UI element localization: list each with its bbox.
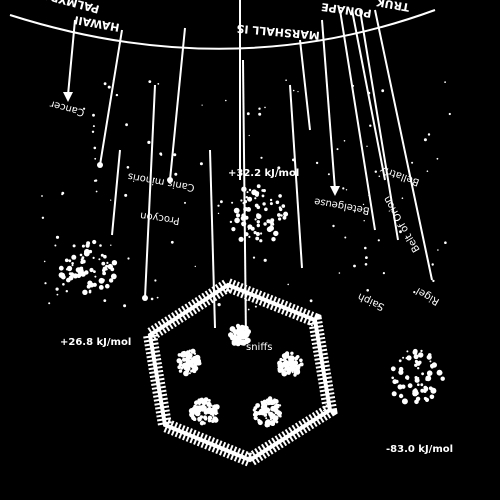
star-label-saiph: Saiph [356,290,386,312]
map-label-marshall: MARSHALL IS [236,22,320,42]
star-label-rigel: Rigel [414,285,441,307]
energy-label-top: +32.2 kJ/mol [228,168,299,179]
map-label-ponape: PONAPE [320,0,372,20]
star-rays [63,0,433,341]
map-label-truk: TRUK [375,0,411,14]
star-label-sniffs: sniffs [246,342,272,353]
map-label-palmyra: PALMYRA [40,0,100,16]
star-label-bellatrix: Bellatrix [378,163,421,188]
hexagonal-crystal [142,277,338,468]
dot-clusters [41,79,451,428]
star-label-procyon: Procyon [140,209,181,225]
star-label-canis-minoris: Canis minoris [127,170,196,193]
energy-label-left: +26.8 kJ/mol [60,337,131,348]
star-label-cancer: Cancer [48,98,86,118]
star-label-betelgeuse: Betelgeuse [313,195,370,216]
energy-label-right: -83.0 kJ/mol [386,444,453,455]
